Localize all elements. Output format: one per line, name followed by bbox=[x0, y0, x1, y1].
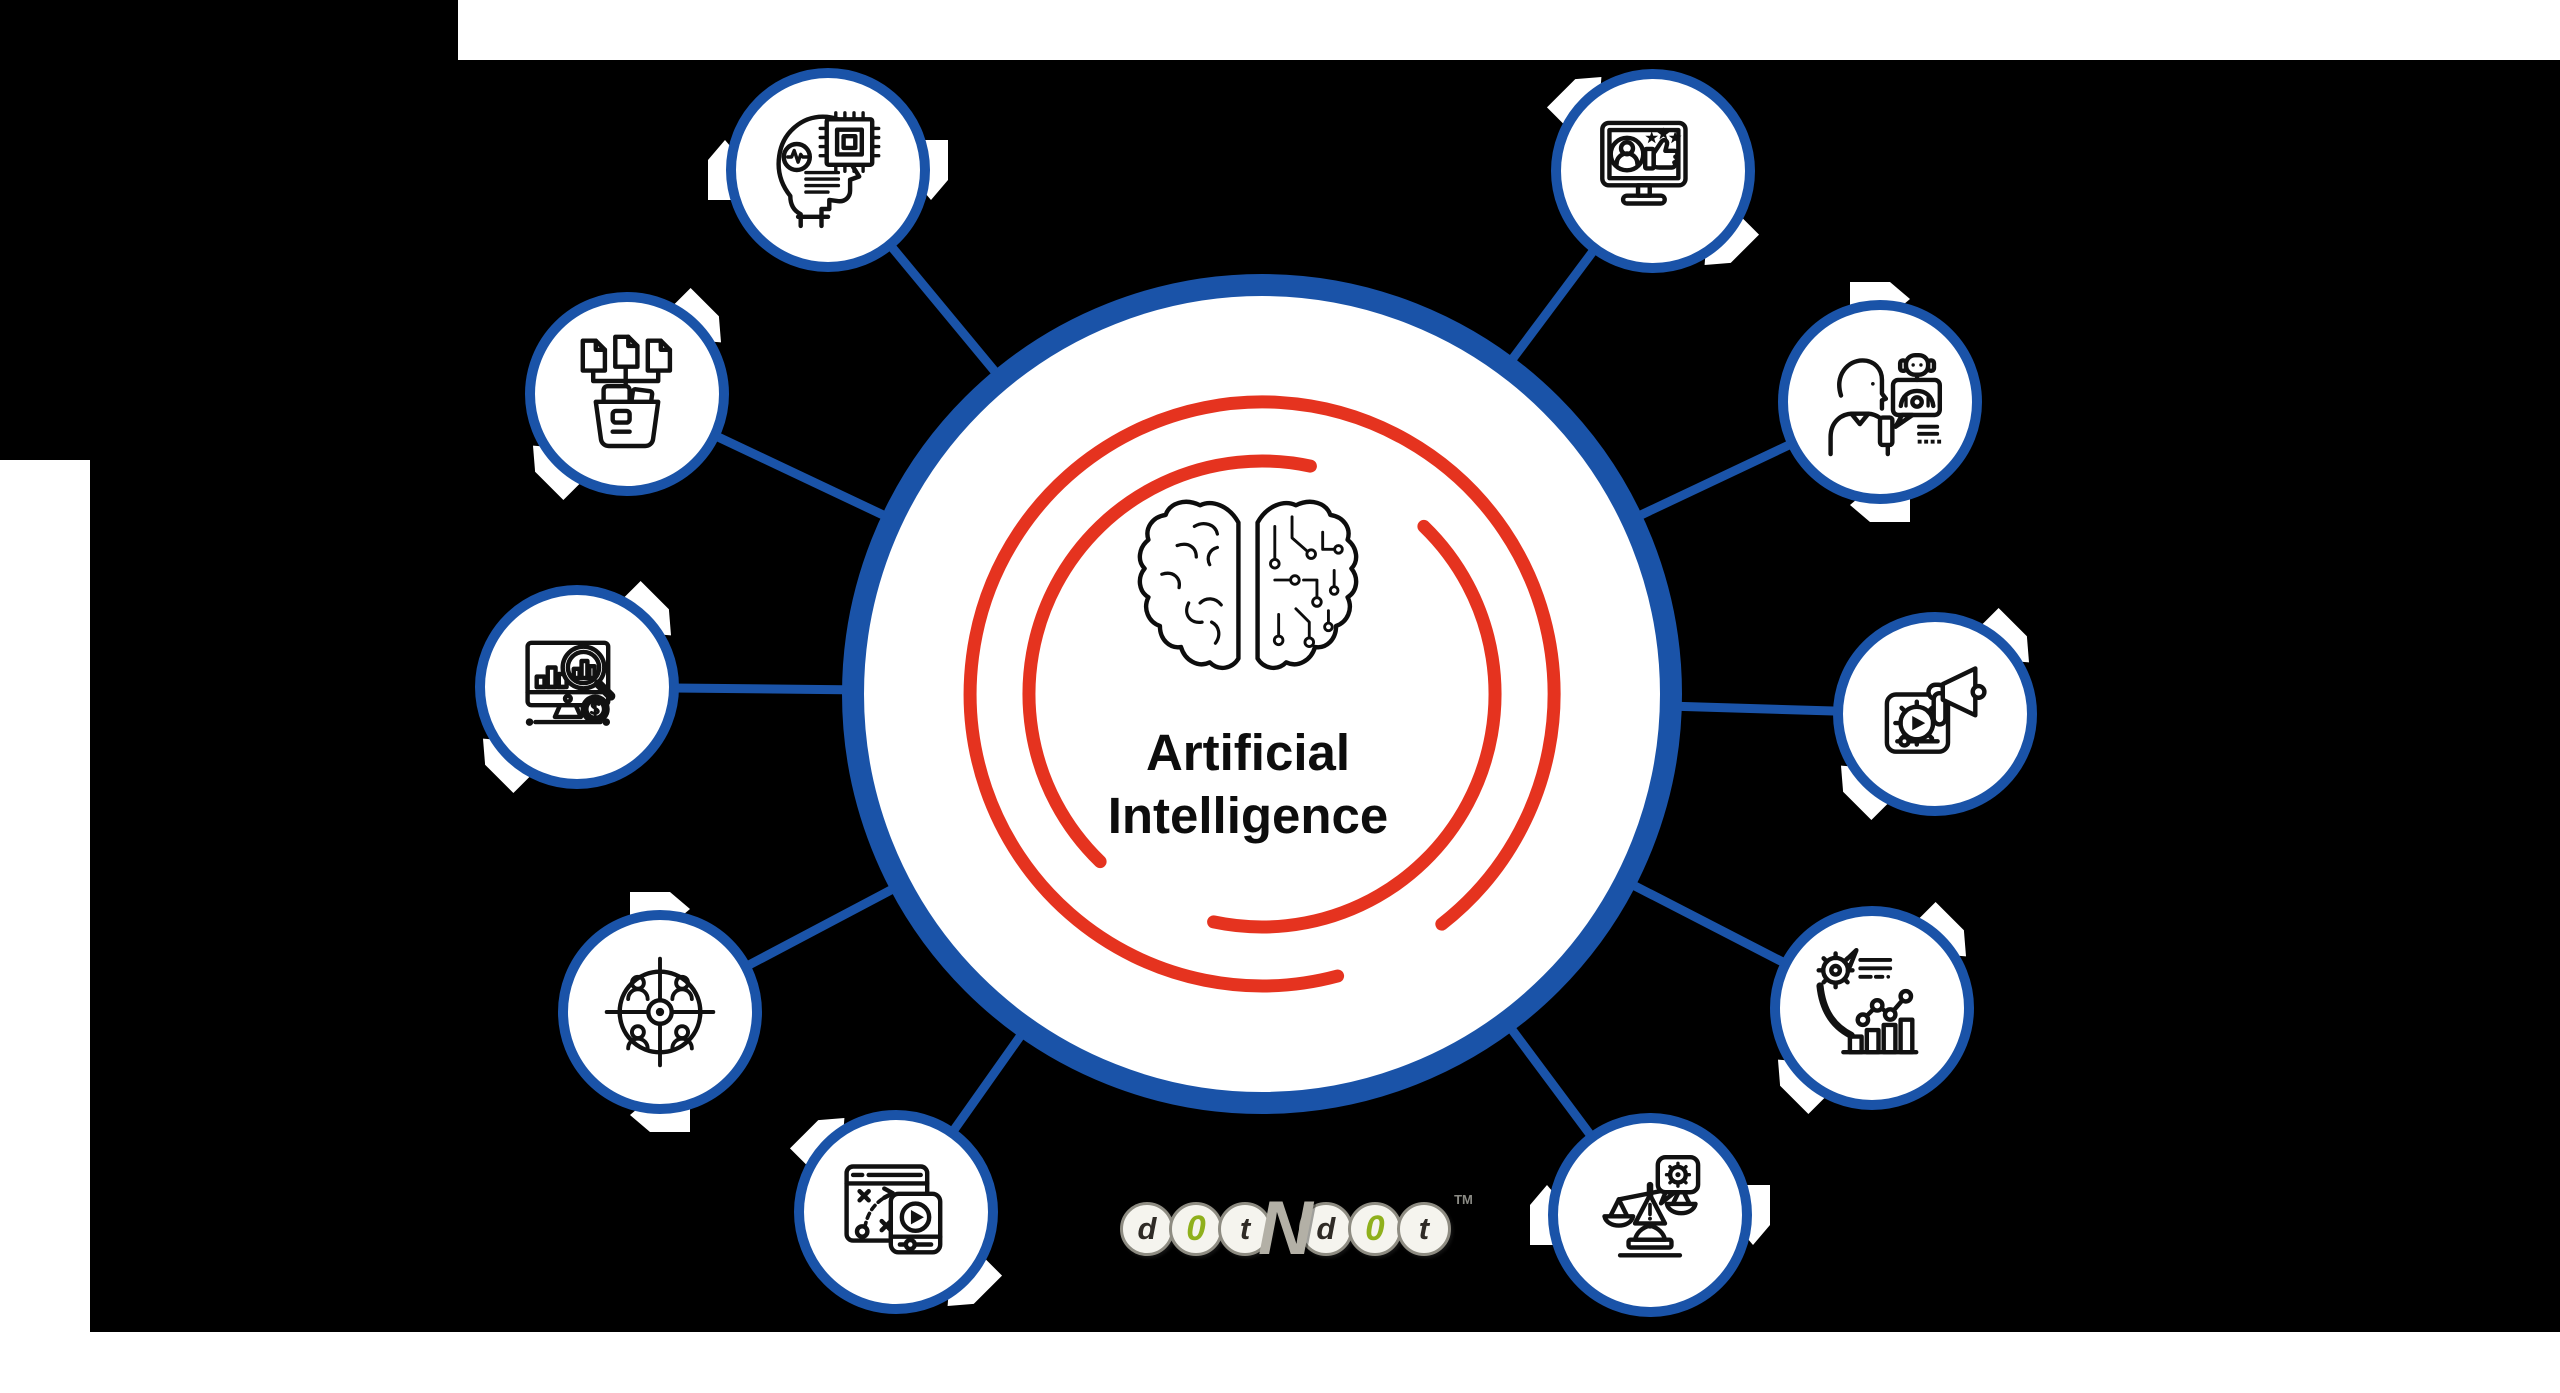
node-performance-analytics bbox=[1742, 878, 2002, 1138]
node-machine-learning bbox=[698, 40, 958, 300]
strategy-board-video-player-icon bbox=[844, 1164, 943, 1255]
cycle-arrow-decor bbox=[1777, 901, 1967, 1115]
node-ai-ethics bbox=[1520, 1085, 1780, 1345]
cycle-arrow-decor bbox=[1546, 76, 1760, 266]
head-with-cpu-chip-icon bbox=[776, 111, 881, 229]
person-robot-conversation-icon bbox=[1828, 352, 1943, 457]
logo-letter: d bbox=[1316, 1211, 1336, 1246]
logo-letter-circle: 0 bbox=[1169, 1202, 1223, 1256]
logo-letter: t bbox=[1418, 1211, 1430, 1246]
node-market-analysis bbox=[447, 557, 707, 817]
node-content-strategy bbox=[766, 1082, 1026, 1342]
logo-letter-circle: t bbox=[1218, 1202, 1272, 1256]
cycle-arrow-decor bbox=[532, 287, 722, 501]
logo-letter: 0 bbox=[1186, 1209, 1206, 1248]
center-title: Artificial Intelligence bbox=[948, 721, 1548, 847]
node-customer-feedback bbox=[1523, 41, 1783, 301]
center-title-line1: Artificial bbox=[1145, 724, 1351, 781]
monitor-bar-chart-magnifier-dollar-icon bbox=[525, 640, 616, 726]
node-marketing-automation bbox=[1805, 584, 2065, 844]
logo-letter-circle: t bbox=[1396, 1202, 1451, 1256]
trademark-symbol: TM bbox=[1454, 1192, 1473, 1207]
red-accent-arcs bbox=[963, 395, 1561, 993]
logo-letter-circle: d bbox=[1298, 1202, 1353, 1256]
central-node-content: Artificial Intelligence bbox=[948, 490, 1548, 847]
node-ai-chatbot bbox=[1750, 272, 2010, 532]
cycle-arrow-decor bbox=[789, 1117, 1003, 1307]
logo-letter-circle: d bbox=[1120, 1202, 1174, 1256]
logo-letter: 0 bbox=[1365, 1209, 1385, 1248]
logo-letter: t bbox=[1239, 1211, 1251, 1246]
logo-letter: d bbox=[1137, 1211, 1157, 1246]
node-data-collection bbox=[497, 264, 757, 524]
node-audience-targeting bbox=[530, 882, 790, 1142]
page-margin-left bbox=[0, 460, 90, 1393]
center-title-line2: Intelligence bbox=[1107, 787, 1389, 844]
people-target-wheel-icon bbox=[604, 956, 716, 1068]
cycle-arrow-decor bbox=[482, 580, 672, 794]
documents-into-folder-icon bbox=[580, 334, 673, 449]
cycle-arrow-decor bbox=[1840, 607, 2030, 821]
page-margin-top bbox=[458, 0, 2560, 60]
brain-half-circuit-icon bbox=[1137, 499, 1359, 671]
monitor-avatar-stars-thumbs-up-icon bbox=[1600, 120, 1688, 206]
logo-letter-n: N bbox=[1258, 1186, 1313, 1271]
gear-growth-chart-icon bbox=[1816, 947, 1919, 1055]
balance-scale-ai-chip-icon bbox=[1602, 1154, 1701, 1258]
logo-letter-circle: 0 bbox=[1347, 1202, 1402, 1256]
megaphone-gear-tablet-icon bbox=[1884, 666, 1987, 754]
dotndot-logo: d 0 t N d 0 t TM bbox=[1120, 1186, 1473, 1271]
page-margin-bottom bbox=[0, 1332, 2560, 1393]
